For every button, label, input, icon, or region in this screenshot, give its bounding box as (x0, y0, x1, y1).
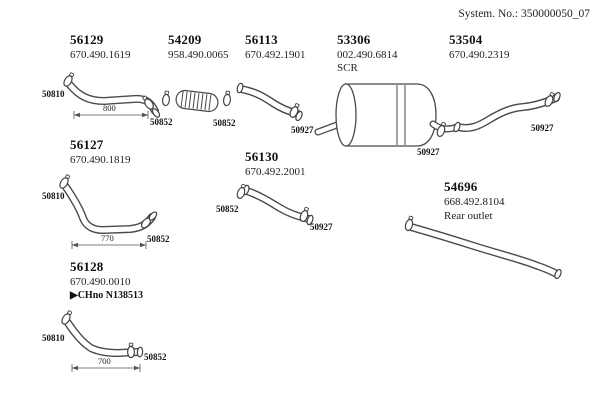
part-number-54209: 54209 (168, 32, 202, 47)
system-number: System. No.: 350000050_07 (458, 8, 590, 20)
part-number-53504: 53504 (449, 32, 483, 47)
part-code-53504: 670.490.2319 (449, 49, 510, 61)
part-code-56128: 670.490.0010 (70, 276, 131, 288)
clamp-label: 50852 (144, 352, 167, 362)
part-note-rear-outlet: Rear outlet (444, 210, 493, 222)
part-number-54696: 54696 (444, 179, 478, 194)
dimension-label: 700 (98, 356, 111, 366)
clamp-label: 50927 (531, 123, 554, 133)
dimension-label: 800 (103, 103, 116, 113)
part-number-56113: 56113 (245, 32, 278, 47)
clamp-label: 50927 (310, 222, 333, 232)
part-note-scr: SCR (337, 62, 358, 74)
clamp-label: 50810 (42, 191, 65, 201)
clamp-label: 50927 (417, 147, 440, 157)
dimension-label: 770 (101, 233, 114, 243)
clamp-label: 50927 (291, 125, 314, 135)
clamp-label: 50852 (213, 118, 236, 128)
clamp-label: 50810 (42, 333, 65, 343)
part-code-54696: 668.492.8104 (444, 196, 505, 208)
part-number-56127: 56127 (70, 137, 104, 152)
part-code-56129: 670.490.1619 (70, 49, 131, 61)
part-note-chassis: ▶CHno N138513 (70, 290, 143, 301)
part-number-56130: 56130 (245, 149, 279, 164)
part-number-56129: 56129 (70, 32, 104, 47)
part-code-53306: 002.490.6814 (337, 49, 398, 61)
part-code-56127: 670.490.1819 (70, 154, 131, 166)
part-number-56128: 56128 (70, 259, 104, 274)
part-code-54209: 958.490.0065 (168, 49, 229, 61)
clamp-label: 50852 (147, 234, 170, 244)
part-number-53306: 53306 (337, 32, 371, 47)
part-code-56130: 670.492.2001 (245, 166, 306, 178)
clamp-label: 50852 (216, 204, 239, 214)
clamp-label: 50810 (42, 89, 65, 99)
part-code-56113: 670.492.1901 (245, 49, 306, 61)
clamp-label: 50852 (150, 117, 173, 127)
